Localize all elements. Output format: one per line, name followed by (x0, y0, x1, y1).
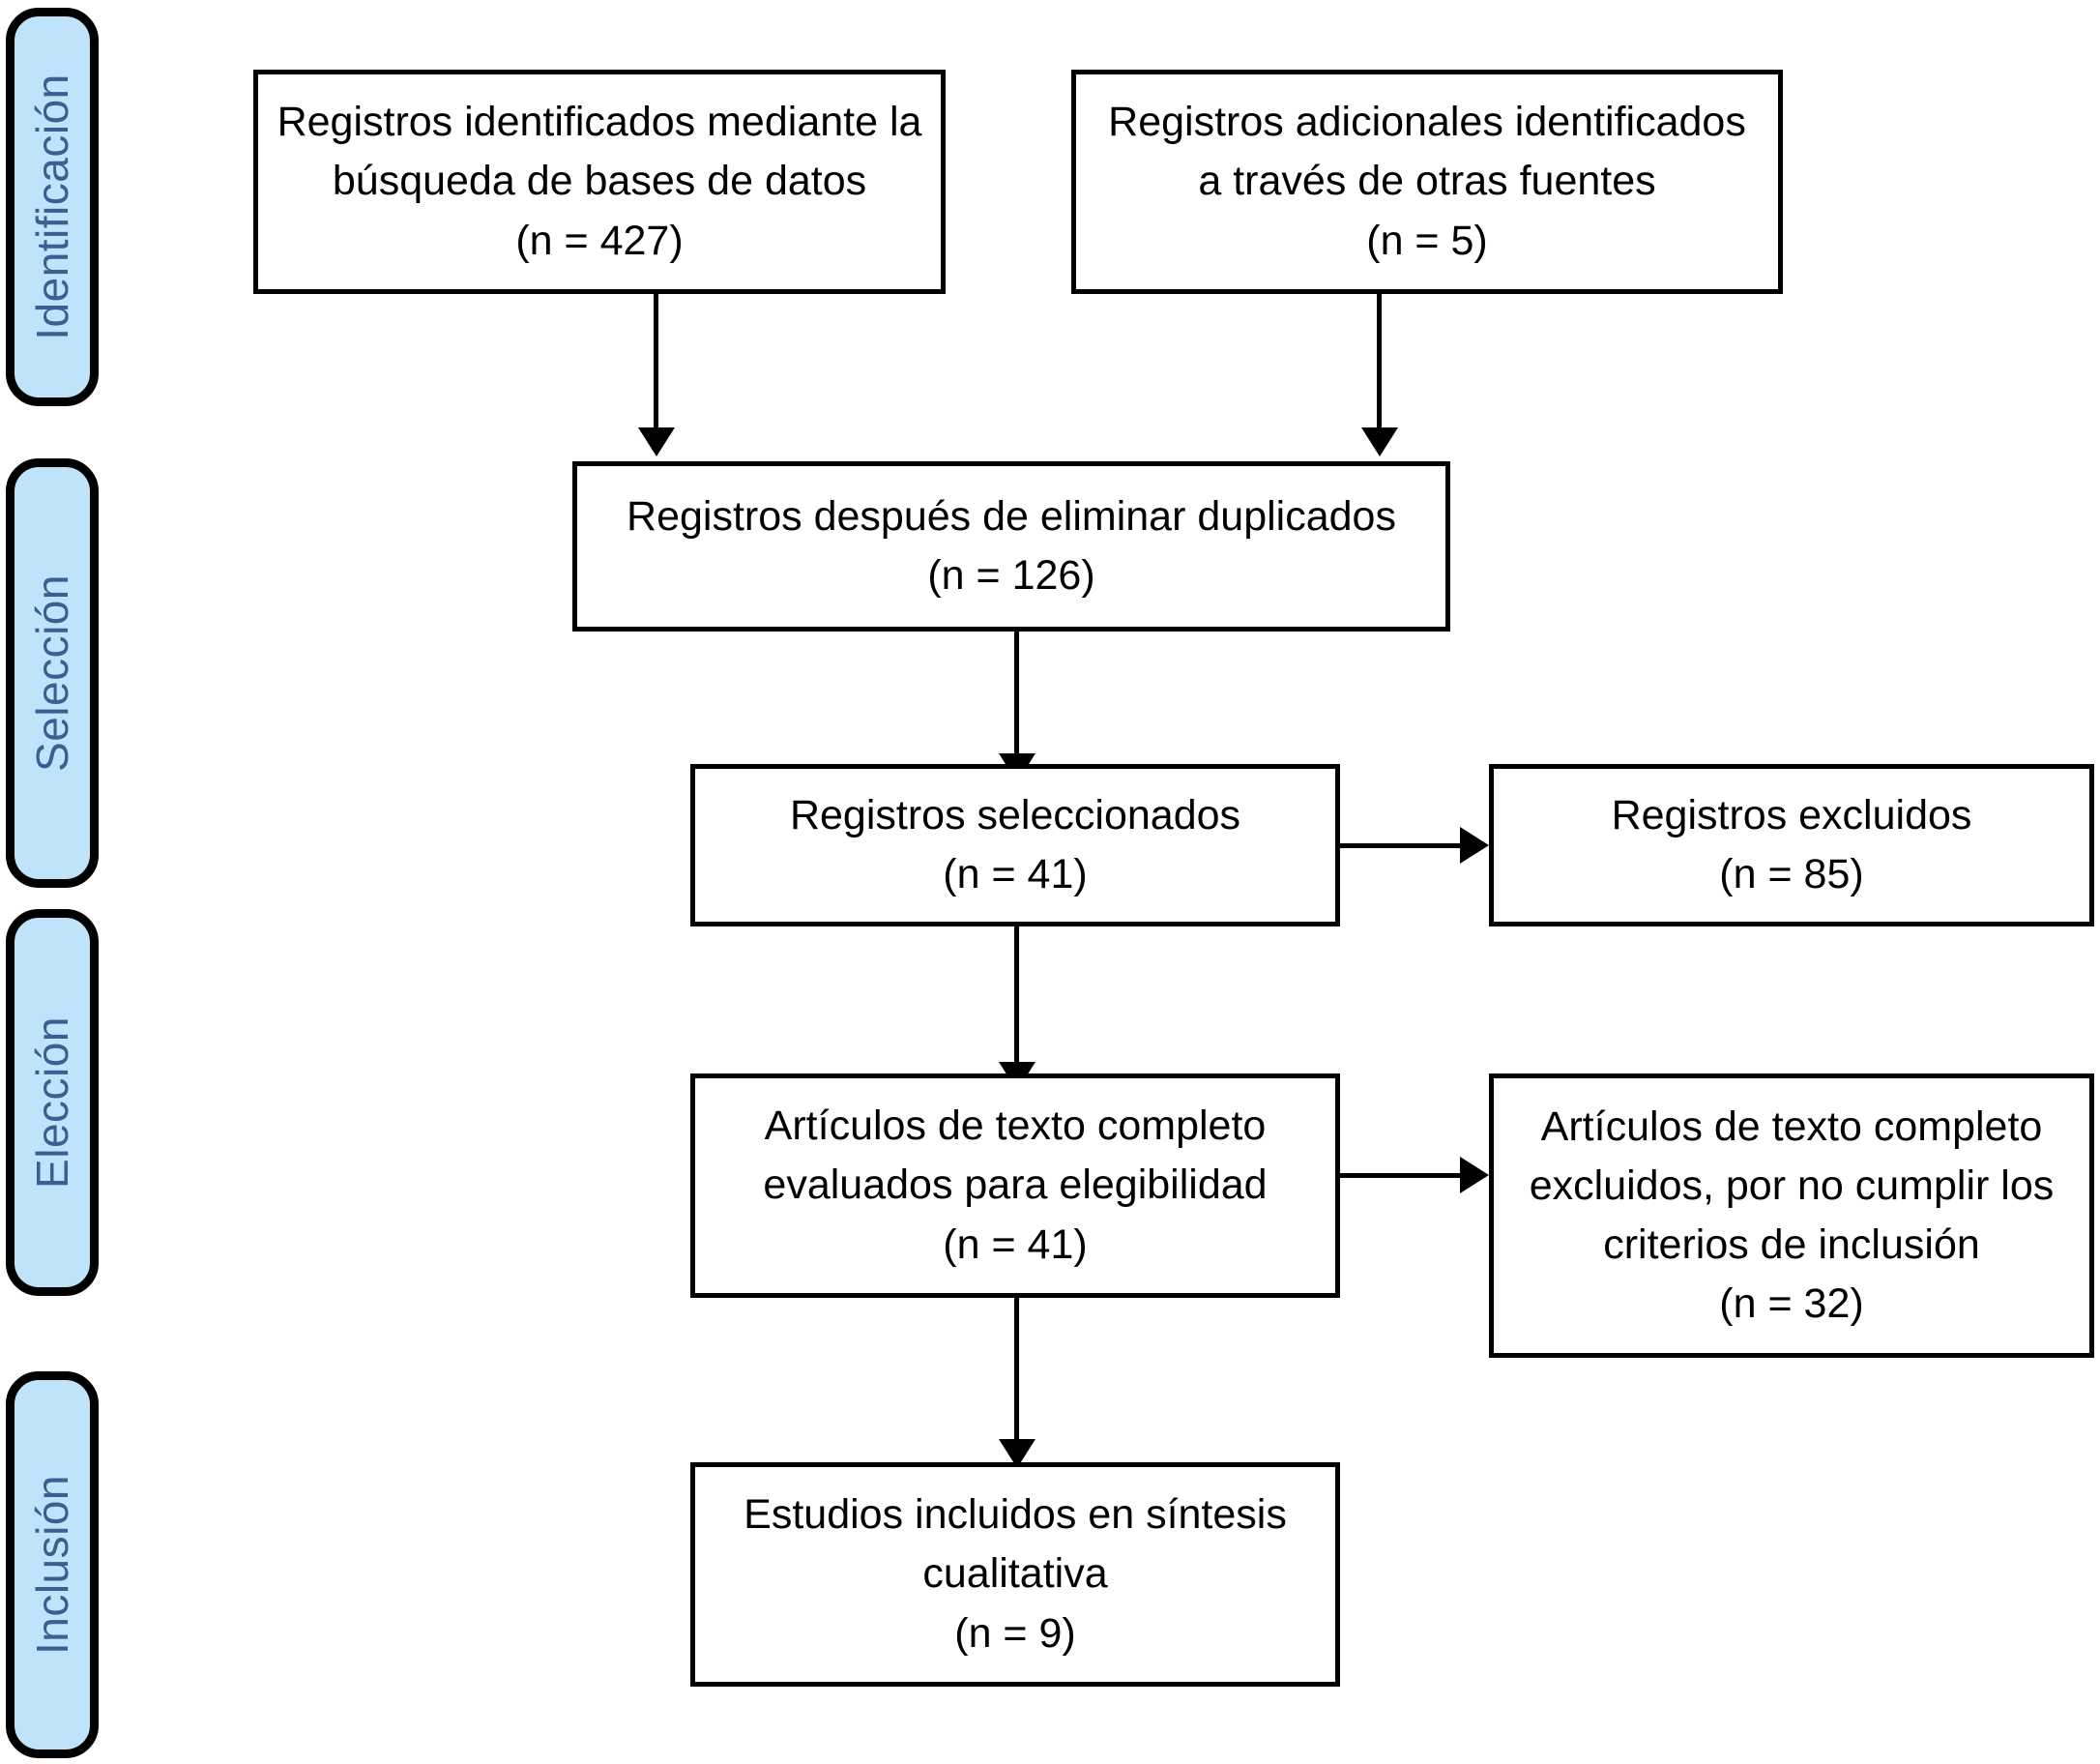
arrowhead-screened-to-excluded (1460, 827, 1489, 864)
box-identified-databases: Registros identificados mediante la búsq… (253, 70, 946, 294)
connector-fulltext-to-excluded (1340, 1173, 1462, 1178)
box-included-qualitative-line1: Estudios incluidos en síntesis (744, 1491, 1287, 1539)
box-identified-databases-line2: búsqueda de bases de datos (332, 158, 867, 205)
connector-other-sources-to-duplicates (1377, 294, 1382, 429)
stage-inclusion: Inclusión (6, 1371, 99, 1758)
box-identified-other-sources: Registros adicionales identificados a tr… (1071, 70, 1783, 294)
stage-label-eleccion: Elección (27, 1016, 77, 1189)
box-identified-other-sources-line1: Registros adicionales identificados (1108, 99, 1746, 146)
box-excluded-records-line1: Registros excluidos (1611, 791, 1972, 838)
box-fulltext-assessed-count: (n = 41) (943, 1220, 1088, 1268)
box-included-qualitative: Estudios incluidos en síntesis cualitati… (690, 1462, 1340, 1687)
box-identified-databases-count: (n = 427) (515, 217, 684, 264)
box-fulltext-assessed-line2: evaluados para elegibilidad (763, 1161, 1268, 1209)
stage-identificacion: Identificación (6, 8, 99, 406)
box-screened: Registros seleccionados (n = 41) (690, 764, 1340, 926)
box-fulltext-excluded-line2: excluidos, por no cumplir los (1529, 1161, 2055, 1209)
box-fulltext-assessed: Artículos de texto completo evaluados pa… (690, 1073, 1340, 1298)
box-fulltext-assessed-line1: Artículos de texto completo (764, 1102, 1267, 1150)
box-identified-other-sources-count: (n = 5) (1366, 217, 1488, 264)
box-fulltext-excluded-line3: criterios de inclusión (1603, 1221, 1980, 1268)
stage-label-inclusion: Inclusión (27, 1474, 77, 1656)
arrowhead-fulltext-to-excluded (1460, 1157, 1489, 1193)
box-after-duplicates-line1: Registros después de eliminar duplicados (627, 492, 1396, 540)
box-excluded-records-count: (n = 85) (1719, 851, 1864, 897)
stage-label-seleccion: Selección (27, 574, 78, 772)
box-screened-line1: Registros seleccionados (789, 791, 1241, 838)
connector-screened-to-fulltext (1014, 926, 1019, 1064)
box-screened-count: (n = 41) (943, 851, 1088, 897)
stage-label-identificacion: Identificación (27, 74, 77, 340)
box-excluded-records: Registros excluidos (n = 85) (1489, 764, 2094, 926)
box-after-duplicates: Registros después de eliminar duplicados… (572, 461, 1450, 632)
connector-duplicates-to-screened (1014, 632, 1019, 755)
arrowhead-other-sources-to-duplicates (1361, 427, 1398, 456)
connector-databases-to-duplicates (654, 294, 658, 429)
box-included-qualitative-line2: cualitativa (922, 1550, 1108, 1598)
arrowhead-databases-to-duplicates (638, 427, 675, 456)
stage-eleccion: Elección (6, 909, 99, 1296)
box-after-duplicates-count: (n = 126) (927, 552, 1095, 599)
box-included-qualitative-count: (n = 9) (954, 1609, 1076, 1657)
box-fulltext-excluded: Artículos de texto completo excluidos, p… (1489, 1073, 2094, 1358)
box-identified-databases-line1: Registros identificados mediante la (277, 99, 922, 146)
box-fulltext-excluded-line1: Artículos de texto completo (1540, 1102, 2043, 1150)
box-fulltext-excluded-count: (n = 32) (1719, 1280, 1864, 1328)
box-identified-other-sources-line2: a través de otras fuentes (1198, 158, 1656, 205)
connector-fulltext-to-included (1014, 1298, 1019, 1441)
connector-screened-to-excluded (1340, 843, 1462, 848)
stage-seleccion: Selección (6, 458, 99, 888)
